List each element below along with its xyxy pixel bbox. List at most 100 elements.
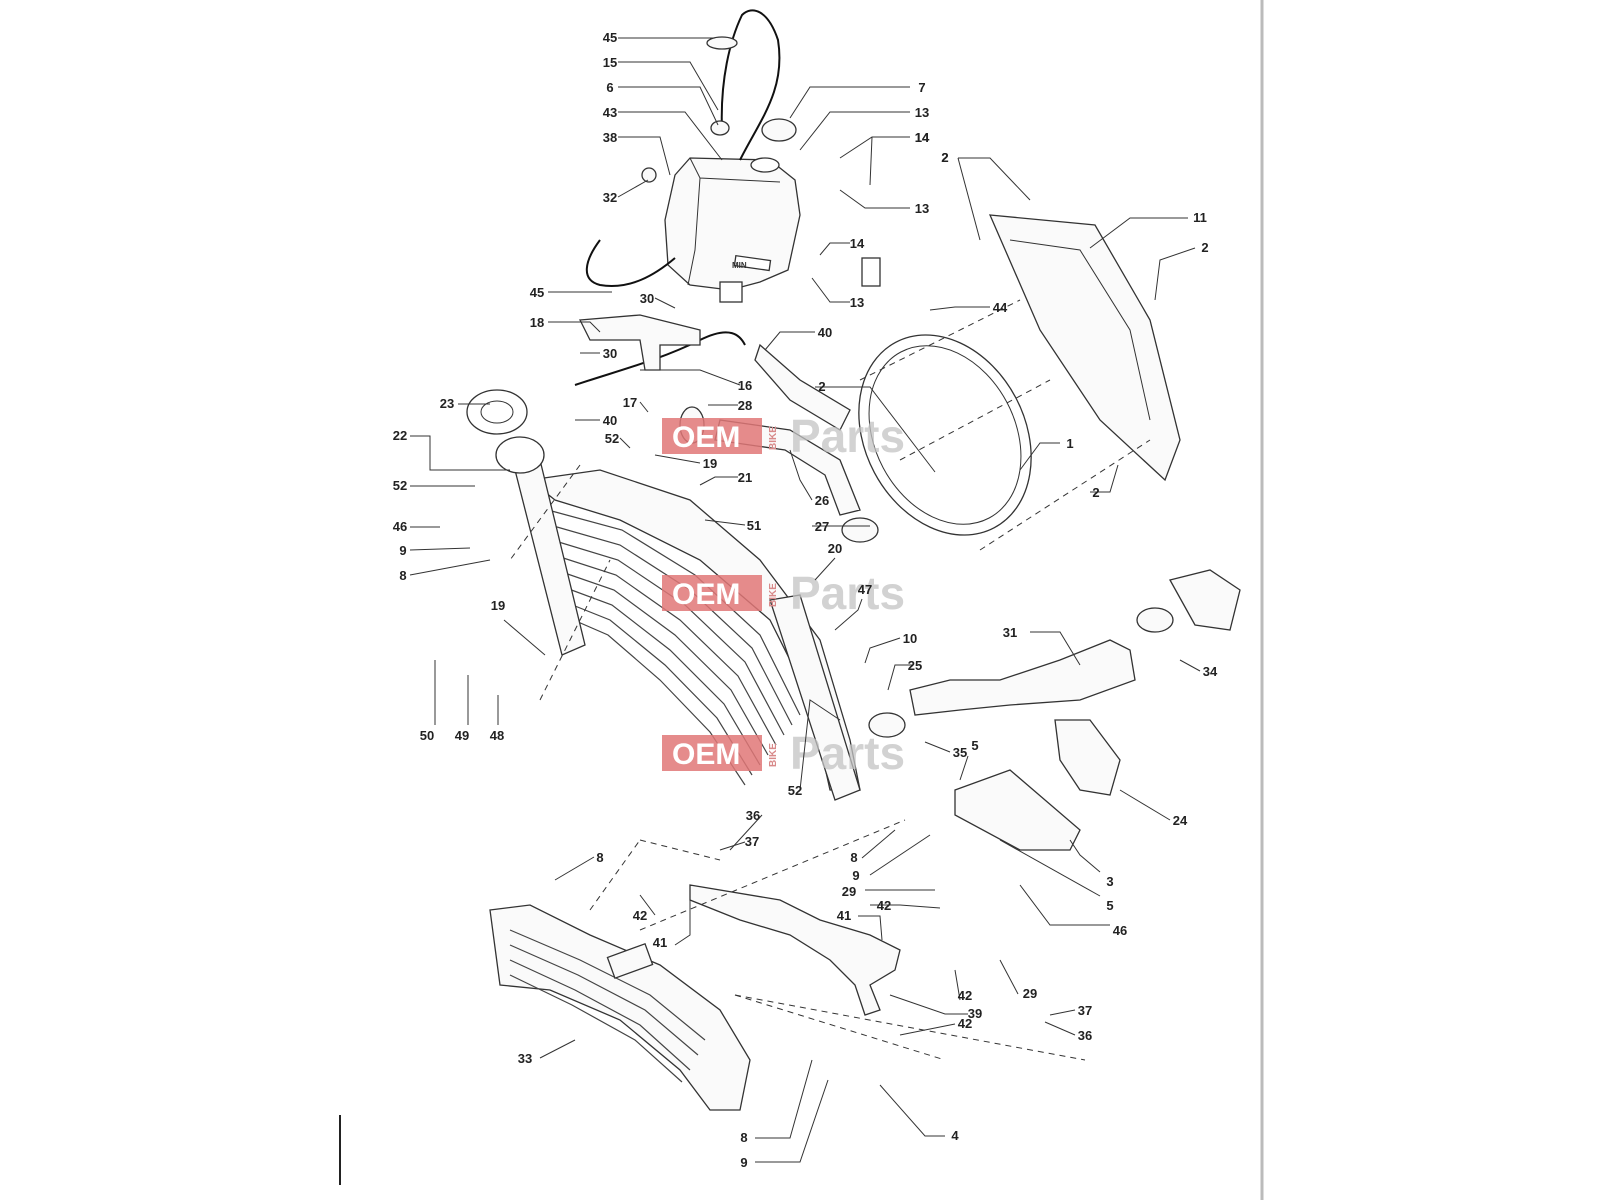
svg-text:OEM: OEM <box>672 421 740 454</box>
callout-leader-32 <box>617 179 649 198</box>
callout-42: 42 <box>958 988 972 1003</box>
clamp-35 <box>868 712 906 738</box>
callout-leader-8 <box>755 1059 813 1139</box>
callout-leader-6 <box>618 86 719 126</box>
callout-leader-11 <box>1089 217 1188 249</box>
hose-40 <box>754 343 851 431</box>
callout-4: 4 <box>951 1128 959 1143</box>
callout-8: 8 <box>596 850 603 865</box>
callout-leader-52 <box>799 699 841 791</box>
thermostat-housing <box>1169 569 1241 631</box>
bracket-3 <box>954 769 1081 851</box>
callout-leader-36 <box>1044 1021 1076 1036</box>
callout-52: 52 <box>788 783 802 798</box>
callout-leader-2 <box>957 157 981 241</box>
dash-line <box>539 559 611 701</box>
hose-15 <box>720 9 781 161</box>
callout-13: 13 <box>850 295 864 310</box>
callout-leader-39 <box>889 994 968 1015</box>
callout-8: 8 <box>850 850 857 865</box>
callout-7: 7 <box>918 80 925 95</box>
svg-text:OEM: OEM <box>672 578 740 611</box>
callout-10: 10 <box>903 631 917 646</box>
callout-25: 25 <box>908 658 922 673</box>
grommet-6 <box>710 120 730 136</box>
callout-42: 42 <box>633 908 647 923</box>
callout-leader-42 <box>954 969 961 1001</box>
callout-43: 43 <box>603 105 617 120</box>
callout-leader-37 <box>1049 1009 1076 1016</box>
callout-leader-5 <box>959 755 969 781</box>
cooling-fan <box>858 214 1181 536</box>
callout-42: 42 <box>877 898 891 913</box>
callout-30: 30 <box>640 291 654 306</box>
callout-leader-42 <box>870 904 941 909</box>
callout-leader-15 <box>618 61 719 111</box>
callout-leader-4 <box>879 1084 945 1137</box>
callout-leader-19 <box>503 619 546 656</box>
callout-leader-2 <box>1090 464 1119 493</box>
callout-leader-2 <box>815 386 936 473</box>
callout-leader-41 <box>674 900 691 946</box>
callout-28: 28 <box>738 398 752 413</box>
dash-line <box>734 994 946 1061</box>
callout-leader-10 <box>864 637 901 664</box>
oil-line-41 <box>689 884 901 1016</box>
callout-50: 50 <box>420 728 434 743</box>
callout-leader-35 <box>924 741 951 753</box>
callout-13: 13 <box>915 201 929 216</box>
callout-leader-40 <box>764 331 815 351</box>
callout-29: 29 <box>1023 986 1037 1001</box>
callout-44: 44 <box>993 300 1008 315</box>
tank-min-marking: MIN <box>732 261 747 270</box>
callout-2: 2 <box>818 379 825 394</box>
callout-17: 17 <box>623 395 637 410</box>
callout-leader-14 <box>869 136 873 186</box>
callout-40: 40 <box>603 413 617 428</box>
callout-leader-17 <box>639 401 649 413</box>
callout-19: 19 <box>703 456 717 471</box>
callout-leader-8 <box>554 856 595 881</box>
callout-29: 29 <box>842 884 856 899</box>
callout-leader-8 <box>861 829 896 859</box>
callout-9: 9 <box>399 543 406 558</box>
hose-31 <box>909 639 1136 716</box>
callout-leader-24 <box>1119 789 1171 821</box>
callout-2: 2 <box>1201 240 1208 255</box>
dash-line <box>589 839 641 911</box>
watermark-middle: OEM BIKE Parts <box>662 567 905 619</box>
callout-leader-13 <box>839 189 910 209</box>
callout-26: 26 <box>815 493 829 508</box>
callout-20: 20 <box>828 541 842 556</box>
callout-49: 49 <box>455 728 469 743</box>
callout-14: 14 <box>915 130 930 145</box>
callout-36: 36 <box>746 808 760 823</box>
callout-leader-42 <box>639 894 656 916</box>
callout-leader-19 <box>654 454 701 464</box>
callout-13: 13 <box>915 105 929 120</box>
svg-text:Parts: Parts <box>790 567 905 619</box>
callout-16: 16 <box>738 378 752 393</box>
callout-leader-47 <box>834 598 863 631</box>
callout-46: 46 <box>393 519 407 534</box>
callout-8: 8 <box>740 1130 747 1145</box>
callout-leader-22 <box>410 435 510 471</box>
callout-leader-2 <box>958 157 1031 201</box>
callout-leader-3 <box>1069 839 1101 873</box>
callout-leader-20 <box>814 557 836 581</box>
callout-leader-29 <box>999 959 1019 995</box>
callout-45: 45 <box>530 285 544 300</box>
callout-39: 39 <box>968 1006 982 1021</box>
callout-14: 14 <box>915 130 930 145</box>
bracket-24 <box>1054 719 1121 796</box>
hose-45 <box>585 239 676 287</box>
callout-24: 24 <box>1173 813 1188 828</box>
oil-cooler <box>489 904 751 1111</box>
callout-32: 32 <box>603 190 617 205</box>
callout-37: 37 <box>745 834 759 849</box>
callout-31: 31 <box>1003 625 1017 640</box>
callout-33: 33 <box>518 1051 532 1066</box>
callout-leader-34 <box>1179 659 1201 672</box>
callout-8: 8 <box>399 568 406 583</box>
